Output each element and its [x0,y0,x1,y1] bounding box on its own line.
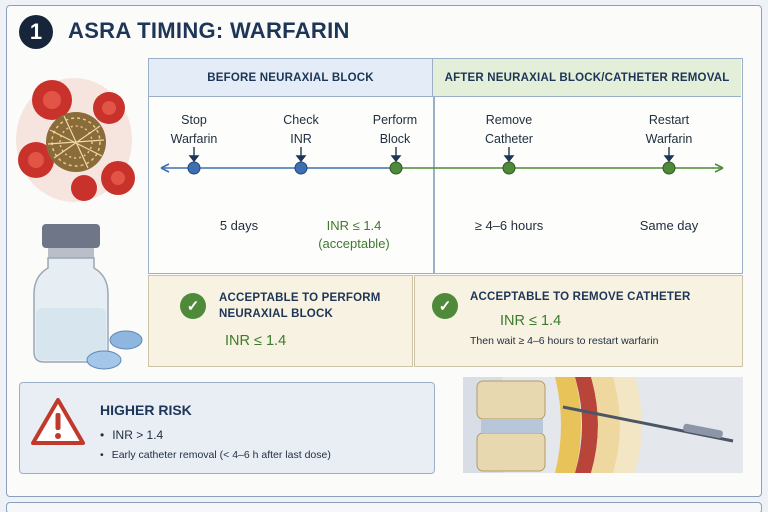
phase-divider [433,97,435,273]
vertebra [476,432,546,472]
marker-perform-block [389,161,403,175]
interval-same-day: Same day [639,218,699,233]
risk-item: Early catheter removal (< 4–6 h after la… [100,449,331,461]
axis-right-arrow-icon [714,163,724,173]
timeline-axis [160,147,724,175]
timeline-panel: BEFORE NEURAXIAL BLOCK AFTER NEURAXIAL B… [148,58,743,274]
page-title: ASRA TIMING: WARFARIN [68,18,350,43]
interval-removal-wait: ≥ 4–6 hours [474,218,544,233]
higher-risk-box: HIGHER RISK INR > 1.4 Early catheter rem… [19,382,435,474]
vial-cap [42,224,100,248]
warfarin-vial-illustration [33,224,143,370]
restart-wait-note: Then wait ≥ 4–6 hours to restart warfari… [470,335,659,347]
acceptable-removal-inr: INR ≤ 1.4 [500,313,562,329]
vertebra [476,380,546,420]
after-block-header: AFTER NEURAXIAL BLOCK/CATHETER REMOVAL [433,59,741,97]
tablet [86,350,122,370]
acceptable-removal-heading: ACCEPTABLE TO REMOVE CATHETER [470,291,691,303]
tablet [109,330,143,350]
intervertebral-disc [481,419,543,433]
check-icon: ✓ [432,293,458,319]
marker-stop-warfarin [187,161,201,175]
inr-target-label: INR ≤ 1.4 (acceptable) [318,218,390,251]
interval-5-days: 5 days [219,218,259,233]
warning-triangle-icon [31,398,85,445]
step-number-badge: 1 [19,15,53,49]
next-card-strip [6,502,762,512]
spine-catheter-illustration [463,377,743,473]
red-cell [71,175,97,201]
acceptable-block-inr: INR ≤ 1.4 [225,333,287,349]
check-icon: ✓ [180,293,206,319]
acceptable-removal-panel: ✓ ACCEPTABLE TO REMOVE CATHETER INR ≤ 1.… [414,275,743,367]
higher-risk-title: HIGHER RISK [100,402,192,418]
axis-left-arrow-icon [160,163,170,173]
marker-check-inr [294,161,308,175]
marker-remove-catheter [502,161,516,175]
risk-item: INR > 1.4 [100,428,163,442]
blood-clot-illustration [16,78,135,202]
event-arrow-icons [188,147,675,163]
marker-restart-warfarin [662,161,676,175]
before-block-header: BEFORE NEURAXIAL BLOCK [149,59,433,97]
